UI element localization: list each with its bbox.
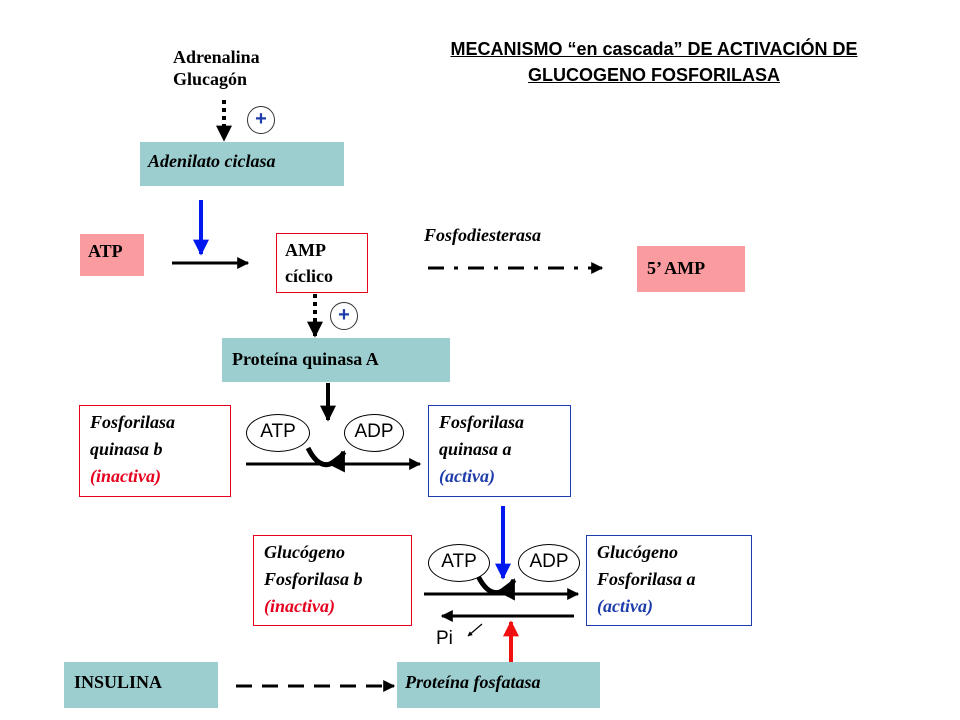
gfb-line-1: Glucógeno [264,542,345,562]
atp-adp-curve-2 [475,574,517,601]
fqb-line-3: (inactiva) [90,466,161,486]
gfb-line-3: (inactiva) [264,596,335,616]
gfa-line-2: Fosforilasa a [597,569,696,589]
camp-line-2: cíclico [285,266,333,286]
proteina-fosfatasa-box: Proteína fosfatasa [397,662,600,708]
camp-line-1: AMP [285,240,326,260]
plus-badge-camp: + [330,302,358,330]
adp-oval-1: ADP [344,414,404,452]
gfa-line-1: Glucógeno [597,542,678,562]
atp-oval-1: ATP [246,414,310,452]
fqa-line-2: quinasa a [439,439,512,459]
gfb-line-2: Fosforilasa b [264,569,363,589]
atp-adp-curve-1 [305,446,347,473]
fqa-line-1: Fosforilasa [439,412,525,432]
hormone-glucagon: Glucagón [173,69,248,89]
fqb-line-1: Fosforilasa [90,412,176,432]
fosforilasa-quinasa-a-box: Fosforilasa quinasa a (activa) [428,405,571,497]
fosforilasa-quinasa-b-box: Fosforilasa quinasa b (inactiva) [79,405,231,497]
pi-release-arrow [467,623,483,637]
atp-box: ATP [80,234,144,276]
atp-oval-2: ATP [428,544,490,582]
insulina-box: INSULINA [64,662,218,708]
pka-box: Proteína quinasa A [222,338,450,382]
title-line-2: GLUCOGENO FOSFORILASA [528,65,780,85]
fosfodiesterasa-label: Fosfodiesterasa [424,225,541,245]
camp-box: AMP cíclico [276,233,368,293]
pi-label: Pi [436,628,453,649]
amp5-box: 5’ AMP [637,246,745,292]
hormone-adrenalina: Adrenalina [173,47,260,67]
title-line-1: MECANISMO “en cascada” DE ACTIVACIÓN DE [450,39,858,59]
hormones-label: Adrenalina Glucagón [173,46,260,90]
fqa-line-3: (activa) [439,466,495,486]
fqb-line-2: quinasa b [90,439,163,459]
glucogeno-fosforilasa-b-box: Glucógeno Fosforilasa b (inactiva) [253,535,412,626]
diagram-title: MECANISMO “en cascada” DE ACTIVACIÓN DE … [380,36,928,88]
plus-badge-hormones: + [247,106,275,134]
adenilato-ciclasa-box: Adenilato ciclasa [140,142,344,186]
gfa-line-3: (activa) [597,596,653,616]
adp-oval-2: ADP [518,544,580,582]
glucogeno-fosforilasa-a-box: Glucógeno Fosforilasa a (activa) [586,535,752,626]
